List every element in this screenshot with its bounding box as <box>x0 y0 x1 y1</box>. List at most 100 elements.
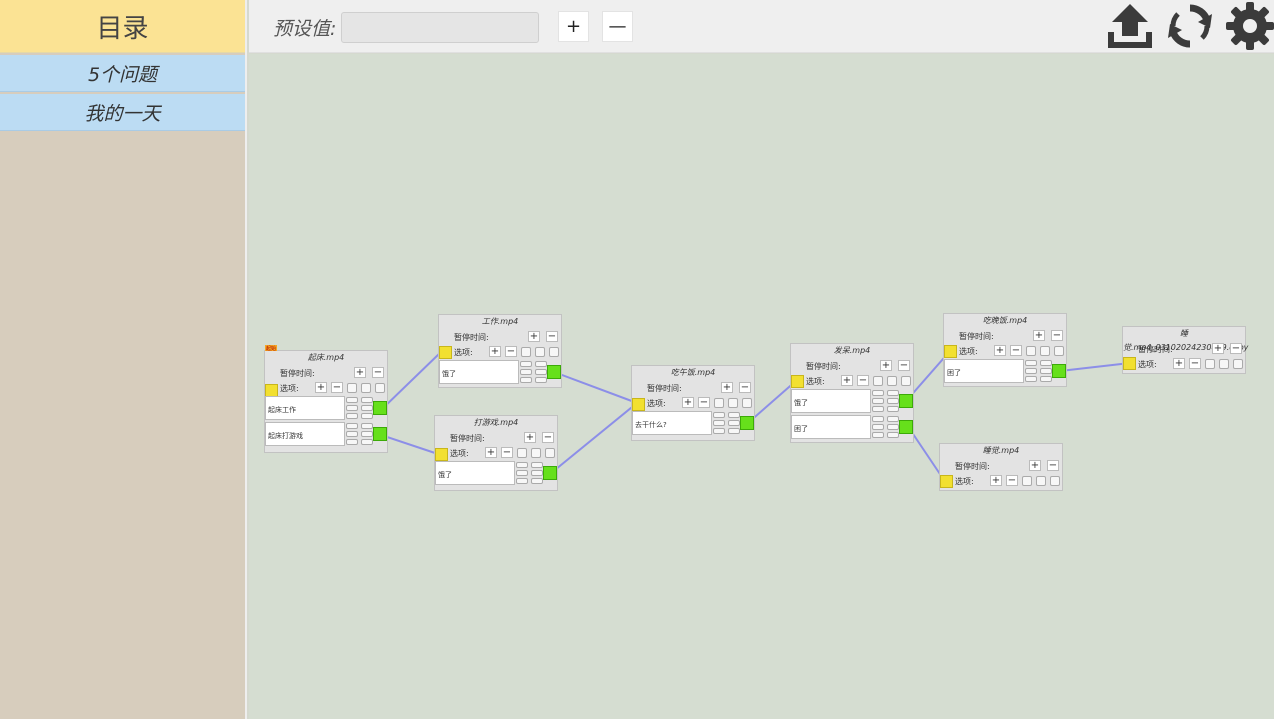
option-toggle[interactable] <box>1026 346 1036 356</box>
output-port[interactable] <box>543 466 557 480</box>
option-text[interactable]: 起床打游戏 <box>265 422 345 446</box>
option-text[interactable]: 饿了 <box>435 461 515 485</box>
option-toggle[interactable] <box>521 347 531 357</box>
start-badge: 起始 <box>265 345 278 352</box>
option-toggle[interactable] <box>361 383 371 393</box>
output-port[interactable] <box>740 416 754 430</box>
pause-minus-button[interactable]: − <box>546 331 558 342</box>
mini-box <box>531 470 543 476</box>
input-port[interactable] <box>632 398 645 411</box>
mini-box <box>872 398 884 404</box>
option-toggle[interactable] <box>517 448 527 458</box>
pause-minus-button[interactable]: − <box>898 360 910 371</box>
option-toggle[interactable] <box>347 383 357 393</box>
pause-plus-button[interactable]: + <box>1033 330 1045 341</box>
option-minus-button[interactable]: − <box>331 382 343 393</box>
input-port[interactable] <box>1123 357 1136 370</box>
pause-plus-button[interactable]: + <box>1212 343 1224 354</box>
upload-icon[interactable] <box>1106 2 1154 50</box>
node-dinner[interactable]: 吃晚饭.mp4 暂停时间: +− 选项: +− 困了 <box>943 313 1067 387</box>
option-plus-button[interactable]: + <box>315 382 327 393</box>
mini-box <box>728 412 740 418</box>
option-minus-button[interactable]: − <box>505 346 517 357</box>
option-plus-button[interactable]: + <box>485 447 497 458</box>
pause-minus-button[interactable]: − <box>542 432 554 443</box>
pause-minus-button[interactable]: − <box>1051 330 1063 341</box>
gear-icon[interactable] <box>1226 2 1274 50</box>
pause-plus-button[interactable]: + <box>721 382 733 393</box>
node-lunch[interactable]: 吃午饭.mp4 暂停时间: +− 选项: +− 去干什么? <box>631 365 755 441</box>
option-plus-button[interactable]: + <box>682 397 694 408</box>
option-toggle[interactable] <box>1050 476 1060 486</box>
option-plus-button[interactable]: + <box>994 345 1006 356</box>
option-toggle[interactable] <box>535 347 545 357</box>
option-text[interactable]: 饿了 <box>791 389 871 413</box>
node-get-up[interactable]: 起始 起床.mp4 暂停时间: +− 选项: +− 起床工作 起床打游戏 <box>264 345 388 453</box>
pause-plus-button[interactable]: + <box>528 331 540 342</box>
output-port[interactable] <box>373 401 387 415</box>
pause-minus-button[interactable]: − <box>1047 460 1059 471</box>
input-port[interactable] <box>940 475 953 488</box>
sidebar-item-5-questions[interactable]: 5个问题 <box>0 55 245 92</box>
output-port[interactable] <box>1052 364 1066 378</box>
option-minus-button[interactable]: − <box>1006 475 1018 486</box>
option-toggle[interactable] <box>549 347 559 357</box>
option-toggle[interactable] <box>1054 346 1064 356</box>
node-sleep[interactable]: 睡觉.mp4 暂停时间: +− 选项: +− <box>939 443 1063 491</box>
option-minus-button[interactable]: − <box>857 375 869 386</box>
input-port[interactable] <box>435 448 448 461</box>
node-work[interactable]: 工作.mp4 暂停时间: +− 选项: +− 饿了 <box>438 314 562 388</box>
option-toggle[interactable] <box>1022 476 1032 486</box>
pause-minus-button[interactable]: − <box>1230 343 1242 354</box>
option-plus-button[interactable]: + <box>990 475 1002 486</box>
refresh-icon[interactable] <box>1166 2 1214 50</box>
option-minus-button[interactable]: − <box>1010 345 1022 356</box>
option-toggle[interactable] <box>728 398 738 408</box>
option-text[interactable]: 困了 <box>791 415 871 439</box>
output-port[interactable] <box>373 427 387 441</box>
output-port[interactable] <box>547 365 561 379</box>
option-toggle[interactable] <box>1205 359 1215 369</box>
pause-minus-button[interactable]: − <box>739 382 751 393</box>
node-sleep-copy[interactable]: 睡觉.mp4_03102024230839.copy 暂停时间: +− 选项: … <box>1122 326 1248 374</box>
option-toggle[interactable] <box>1219 359 1229 369</box>
preset-input[interactable] <box>341 12 539 43</box>
option-plus-button[interactable]: + <box>1173 358 1185 369</box>
option-minus-button[interactable]: − <box>698 397 710 408</box>
node-daydream[interactable]: 发呆.mp4 暂停时间: +− 选项: +− 饿了 困了 <box>790 343 914 443</box>
input-port[interactable] <box>944 345 957 358</box>
pause-plus-button[interactable]: + <box>524 432 536 443</box>
pause-plus-button[interactable]: + <box>880 360 892 371</box>
pause-minus-button[interactable]: − <box>372 367 384 378</box>
option-text[interactable]: 起床工作 <box>265 396 345 420</box>
option-text[interactable]: 去干什么? <box>632 411 712 435</box>
option-minus-button[interactable]: − <box>1189 358 1201 369</box>
output-port[interactable] <box>899 394 913 408</box>
pause-plus-button[interactable]: + <box>354 367 366 378</box>
option-toggle[interactable] <box>1036 476 1046 486</box>
option-text[interactable]: 饿了 <box>439 360 519 384</box>
option-toggle[interactable] <box>901 376 911 386</box>
option-plus-button[interactable]: + <box>489 346 501 357</box>
node-play-games[interactable]: 打游戏.mp4 暂停时间: +− 选项: +− 饿了 <box>434 415 558 491</box>
option-toggle[interactable] <box>714 398 724 408</box>
output-port[interactable] <box>899 420 913 434</box>
add-button[interactable]: + <box>558 11 589 42</box>
option-toggle[interactable] <box>742 398 752 408</box>
sidebar-item-my-day[interactable]: 我的一天 <box>0 94 245 131</box>
option-toggle[interactable] <box>545 448 555 458</box>
option-toggle[interactable] <box>1233 359 1243 369</box>
node-canvas[interactable]: 起始 起床.mp4 暂停时间: +− 选项: +− 起床工作 起床打游戏 工作.… <box>249 54 1274 719</box>
option-plus-button[interactable]: + <box>841 375 853 386</box>
input-port[interactable] <box>439 346 452 359</box>
option-text[interactable]: 困了 <box>944 359 1024 383</box>
option-toggle[interactable] <box>873 376 883 386</box>
pause-plus-button[interactable]: + <box>1029 460 1041 471</box>
option-toggle[interactable] <box>531 448 541 458</box>
input-port[interactable] <box>791 375 804 388</box>
option-toggle[interactable] <box>375 383 385 393</box>
option-toggle[interactable] <box>1040 346 1050 356</box>
option-minus-button[interactable]: − <box>501 447 513 458</box>
option-toggle[interactable] <box>887 376 897 386</box>
remove-button[interactable]: — <box>602 11 633 42</box>
